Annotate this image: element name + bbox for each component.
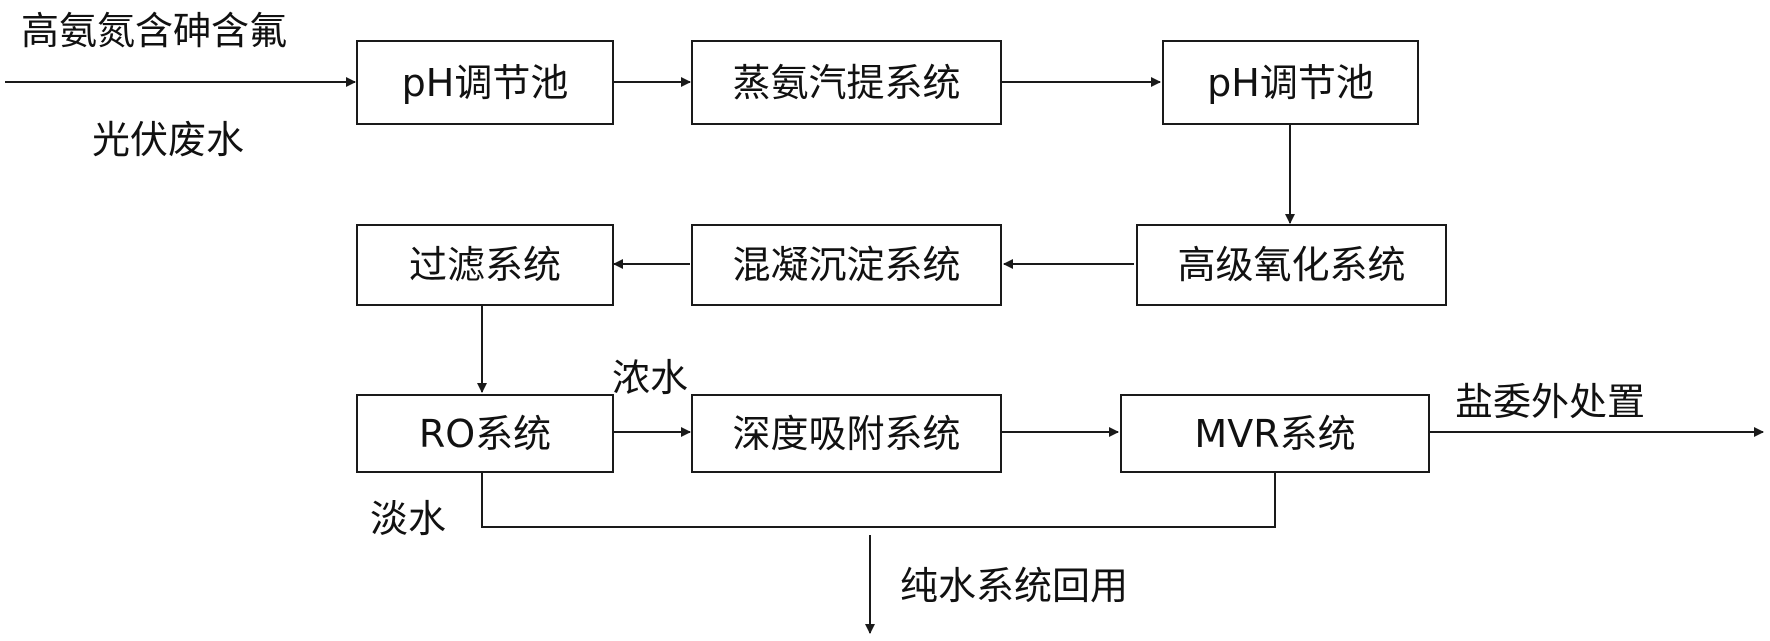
node-ro-label: RO系统 — [418, 411, 552, 456]
node-ph-tank-2-label: pH调节池 — [1207, 60, 1374, 105]
node-ph-tank-2: pH调节池 — [1162, 40, 1419, 125]
label-fresh-water: 淡水 — [370, 497, 447, 541]
node-advanced-oxidation-label: 高级氧化系统 — [1177, 243, 1406, 287]
node-filtration: 过滤系统 — [356, 224, 614, 306]
node-coagulation: 混凝沉淀系统 — [691, 224, 1002, 306]
input-label-line2: 光伏废水 — [92, 118, 245, 162]
node-ammonia-stripping-label: 蒸氨汽提系统 — [732, 60, 961, 105]
node-coagulation-label: 混凝沉淀系统 — [732, 243, 961, 287]
node-ro: RO系统 — [356, 394, 614, 473]
node-deep-adsorption-label: 深度吸附系统 — [732, 411, 961, 456]
node-ammonia-stripping: 蒸氨汽提系统 — [691, 40, 1002, 125]
label-pure-water-reuse: 纯水系统回用 — [900, 564, 1129, 608]
node-advanced-oxidation: 高级氧化系统 — [1136, 224, 1447, 306]
node-mvr-label: MVR系统 — [1194, 411, 1356, 456]
node-filtration-label: 过滤系统 — [408, 243, 561, 287]
node-ph-tank-1-label: pH调节池 — [401, 60, 569, 105]
node-ph-tank-1: pH调节池 — [356, 40, 614, 125]
node-mvr: MVR系统 — [1120, 394, 1430, 473]
label-salt-output: 盐委外处置 — [1455, 380, 1646, 424]
label-concentrate: 浓水 — [612, 356, 689, 400]
node-deep-adsorption: 深度吸附系统 — [691, 394, 1002, 473]
input-label-line1: 高氨氮含砷含氟 — [21, 9, 288, 53]
line-fresh-water-collector — [481, 473, 1276, 528]
